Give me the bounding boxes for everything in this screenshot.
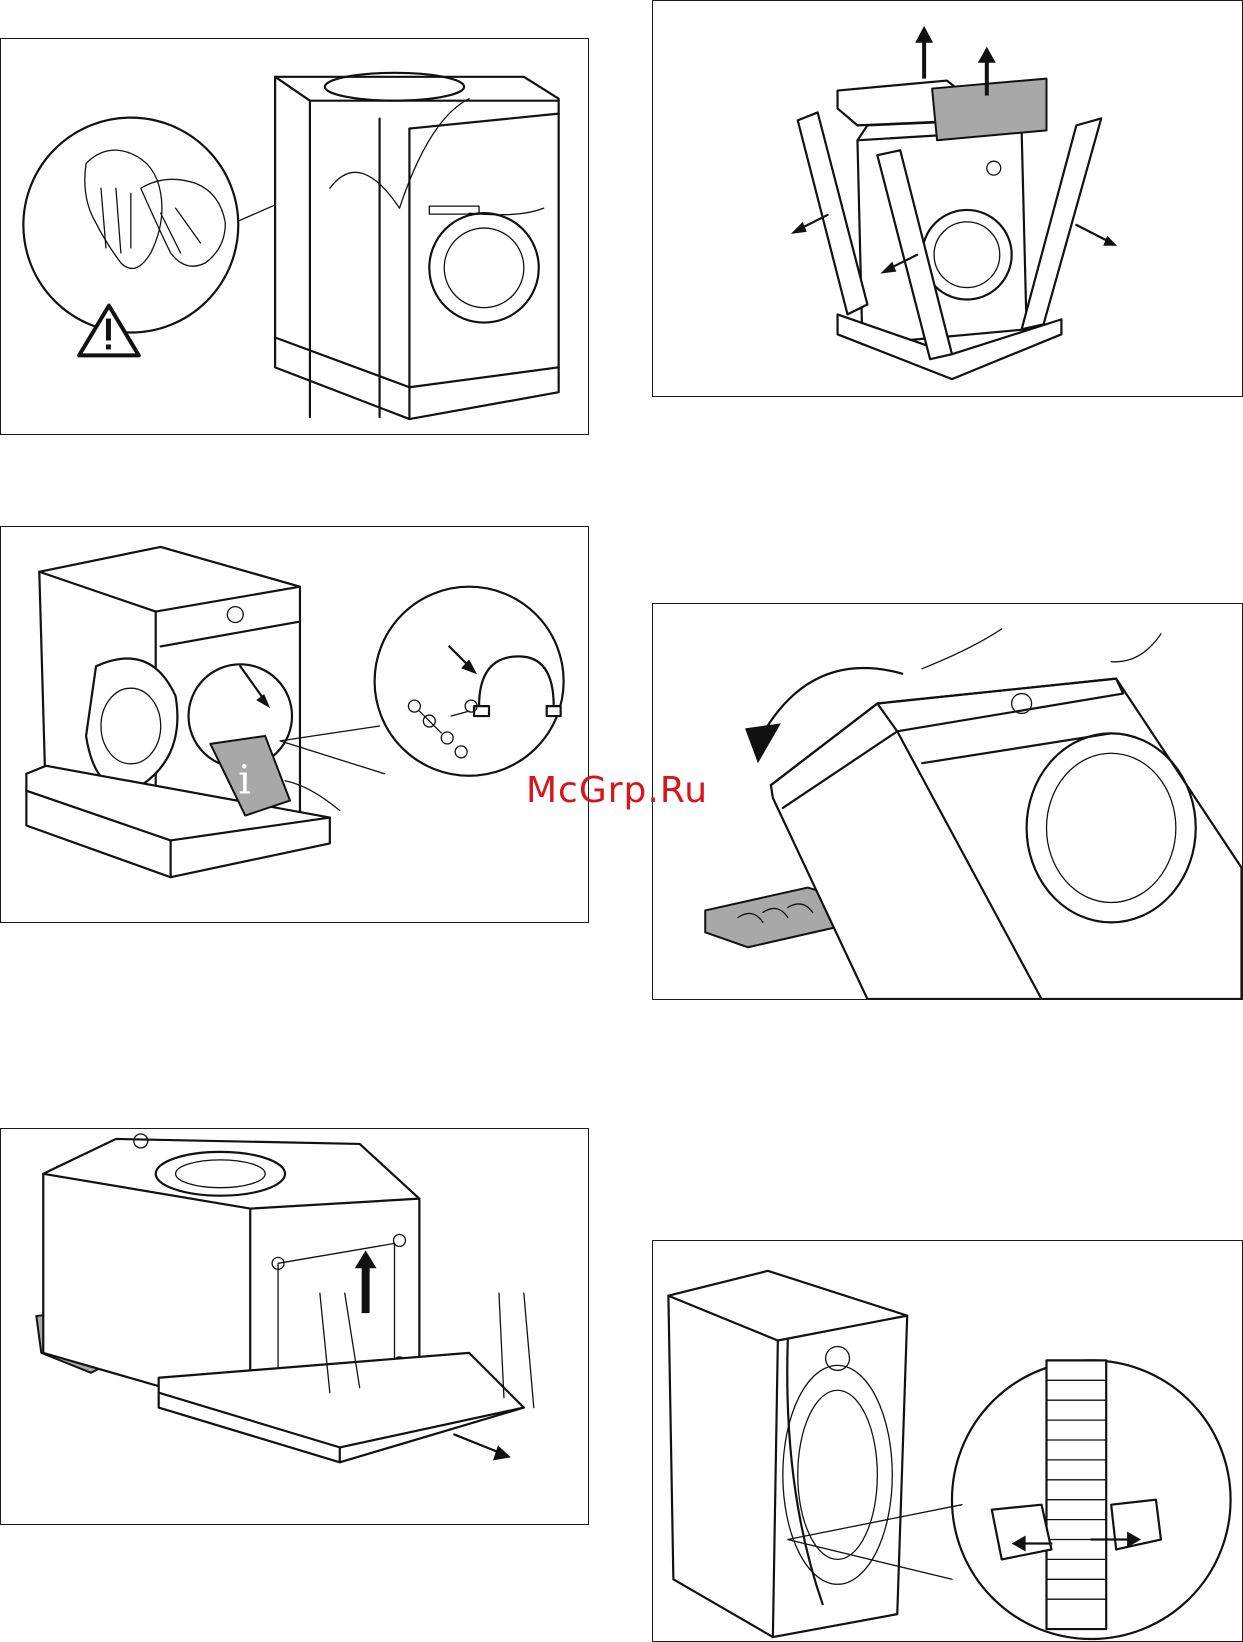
magnifier-circle — [375, 587, 564, 776]
remove-box-sides-illustration — [653, 1, 1242, 396]
panel-tilt-machine — [652, 603, 1243, 1000]
panel-remove-hose-clips — [652, 1240, 1243, 1642]
panel-remove-accessories-bag: i — [0, 526, 589, 923]
panel-remove-box-sides — [652, 0, 1243, 397]
warning-triangle-icon — [79, 306, 139, 356]
remove-hose-clips-illustration — [653, 1241, 1242, 1641]
remove-base-illustration — [1, 1129, 588, 1524]
post-right — [1022, 118, 1102, 329]
hose-detail — [1047, 1360, 1107, 1629]
tilted-machine — [771, 679, 1242, 999]
arrow-out-icon — [454, 1434, 511, 1460]
remove-film-illustration — [1, 39, 588, 434]
machine-rear — [668, 1271, 907, 1637]
gloves-icon — [85, 150, 226, 268]
watermark: McGrp.Ru — [526, 770, 708, 811]
machine-in-box — [275, 73, 559, 419]
hose-bracket-icon — [474, 656, 561, 716]
panel-remove-base — [0, 1128, 589, 1525]
grey-corner-pad — [932, 79, 1046, 141]
info-icon: i — [238, 758, 251, 804]
machine — [857, 118, 1031, 344]
remove-accessories-bag-illustration: i — [1, 527, 588, 922]
plugs — [408, 700, 477, 758]
tilt-machine-illustration — [653, 604, 1242, 999]
panel-remove-film — [0, 38, 589, 435]
